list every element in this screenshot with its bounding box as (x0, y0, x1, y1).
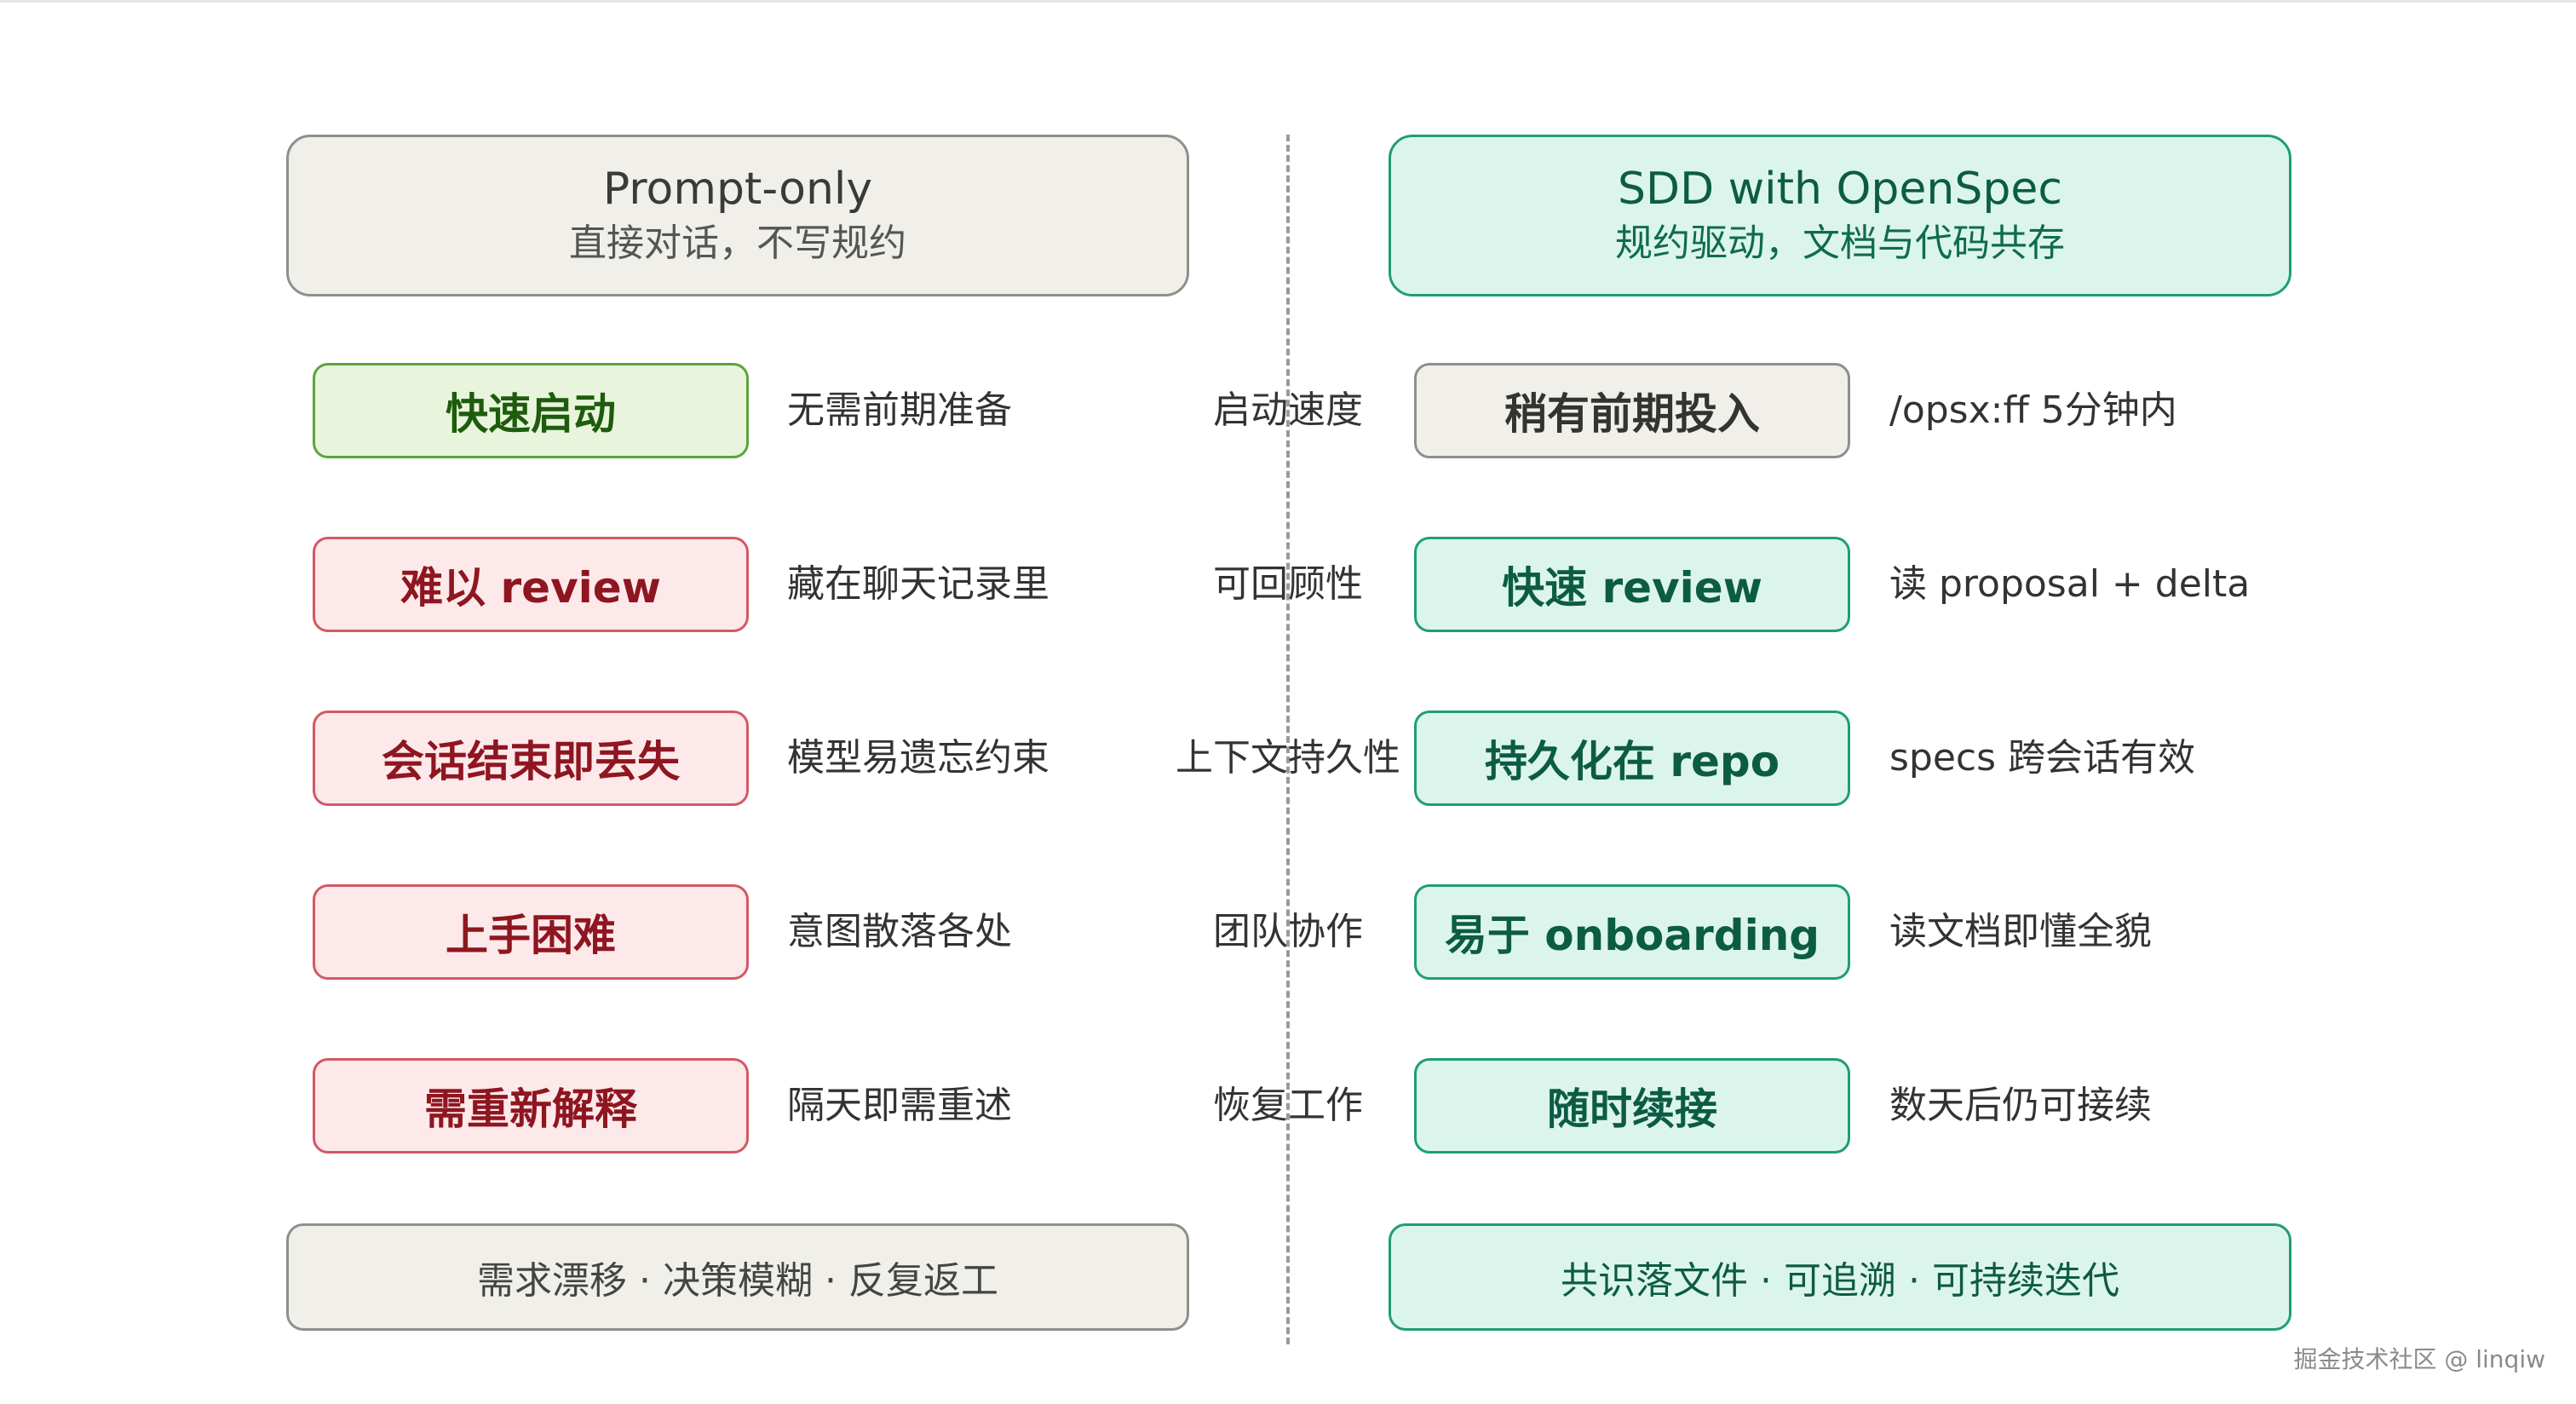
right-note-startup: /opsx:ff 5分钟内 (1889, 388, 2177, 432)
left-header-title: Prompt-only (602, 164, 873, 215)
dimension-resume: 恢复工作 (1213, 1084, 1363, 1127)
dimension-review: 可回顾性 (1213, 562, 1363, 606)
left-pill-resume: 需重新解释 (313, 1058, 749, 1154)
left-pill-context: 会话结束即丢失 (313, 711, 749, 806)
right-pill-resume: 随时续接 (1414, 1058, 1850, 1154)
right-header-title: SDD with OpenSpec (1618, 164, 2062, 215)
top-border-line (0, 0, 2576, 3)
left-pill-review: 难以 review (313, 537, 749, 632)
right-note-team: 读文档即懂全貌 (1889, 910, 2152, 953)
dimension-startup: 启动速度 (1213, 388, 1363, 432)
right-pill-review: 快速 review (1414, 537, 1850, 632)
right-note-context: specs 跨会话有效 (1889, 736, 2196, 780)
center-dashed-divider (1286, 135, 1290, 1344)
left-note-team: 意图散落各处 (787, 910, 1012, 953)
left-pill-startup: 快速启动 (313, 363, 749, 458)
right-pill-context: 持久化在 repo (1414, 711, 1850, 806)
left-note-resume: 隔天即需重述 (787, 1084, 1012, 1127)
right-footer-box: 共识落文件 · 可追溯 · 可持续迭代 (1389, 1223, 2291, 1331)
left-pill-team: 上手困难 (313, 884, 749, 980)
left-header-subtitle: 直接对话，不写规约 (569, 222, 906, 265)
dimension-context: 上下文持久性 (1176, 736, 1400, 780)
right-header-box: SDD with OpenSpec 规约驱动，文档与代码共存 (1389, 135, 2291, 296)
right-pill-team: 易于 onboarding (1414, 884, 1850, 980)
dimension-team: 团队协作 (1213, 910, 1363, 953)
right-header-subtitle: 规约驱动，文档与代码共存 (1615, 222, 2065, 265)
right-note-resume: 数天后仍可接续 (1889, 1084, 2152, 1127)
left-note-startup: 无需前期准备 (787, 388, 1012, 432)
right-note-review: 读 proposal + delta (1889, 562, 2251, 606)
left-note-context: 模型易遗忘约束 (787, 736, 1049, 780)
left-footer-box: 需求漂移 · 决策模糊 · 反复返工 (286, 1223, 1189, 1331)
left-note-review: 藏在聊天记录里 (787, 562, 1049, 606)
watermark: 掘金技术社区 @ linqiw (2293, 1345, 2545, 1373)
left-header-box: Prompt-only 直接对话，不写规约 (286, 135, 1189, 296)
right-pill-startup: 稍有前期投入 (1414, 363, 1850, 458)
